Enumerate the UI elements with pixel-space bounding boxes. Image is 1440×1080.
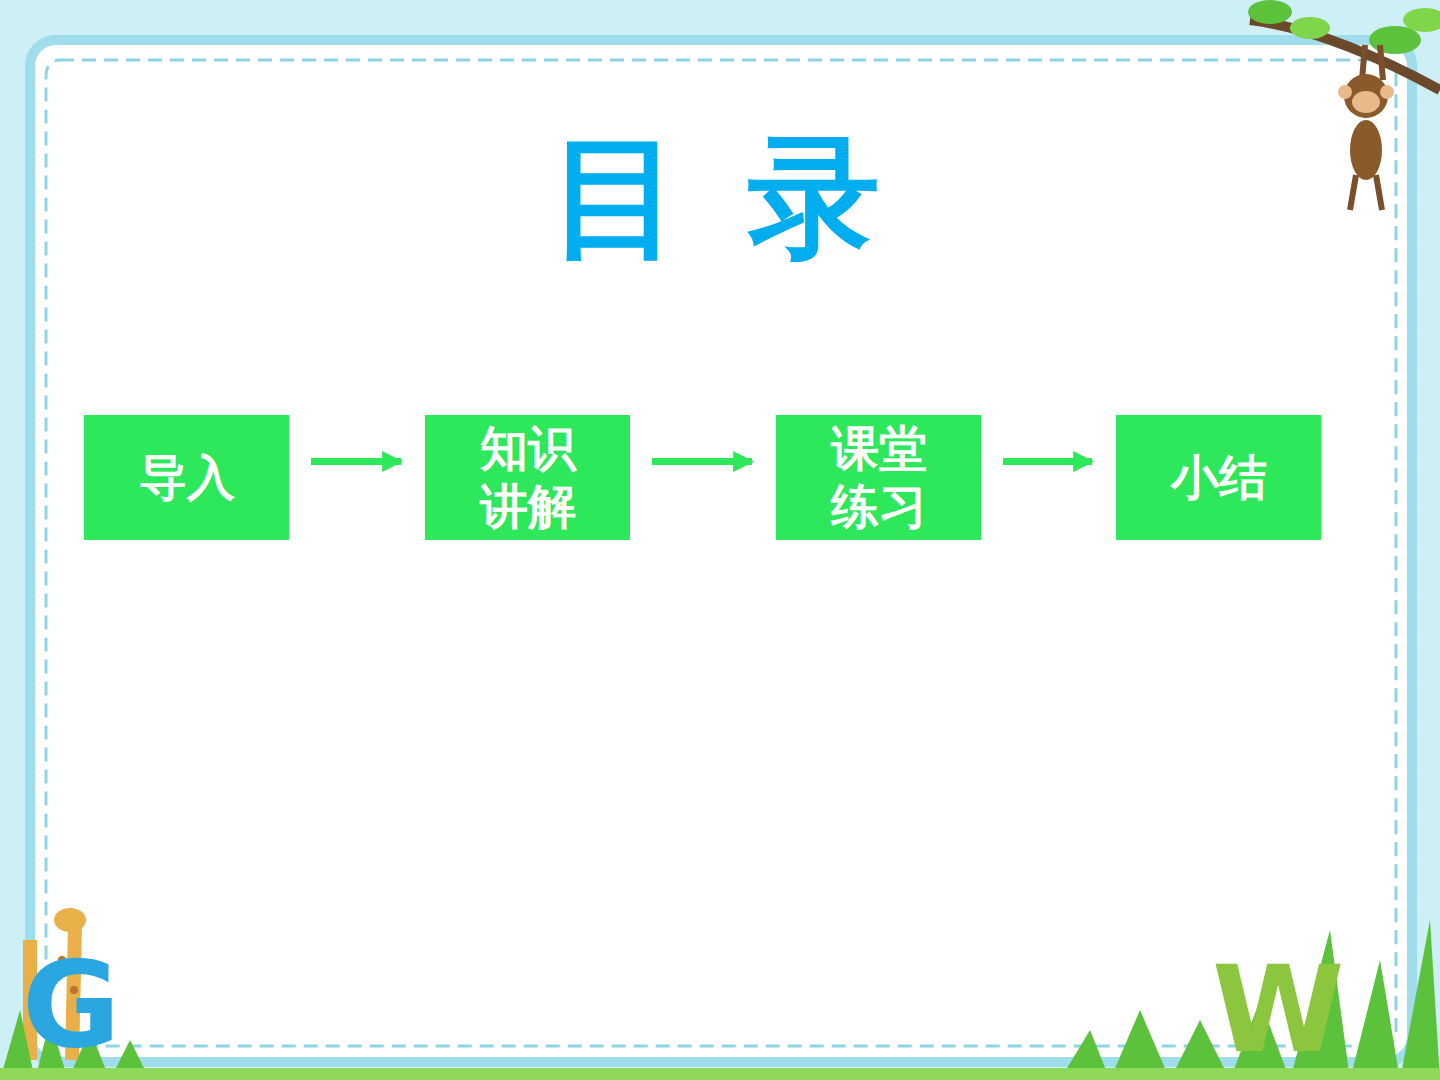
flow-arrow <box>1003 458 1092 465</box>
flow-arrow <box>652 458 752 465</box>
branch <box>1250 20 1440 90</box>
decor-letter: W <box>1212 950 1344 1070</box>
monkey-ear <box>1380 85 1394 99</box>
box-label: 课堂 练习 <box>824 420 934 535</box>
giraffe-head <box>54 908 86 932</box>
decor-letter: G <box>22 945 121 1065</box>
box-label: 小结 <box>1164 449 1274 507</box>
leaf <box>1369 26 1421 54</box>
monkey-legs <box>1350 175 1382 210</box>
monkey-face <box>1352 91 1380 113</box>
monkey-body <box>1350 120 1382 180</box>
process-box: 课堂 练习 <box>776 415 981 540</box>
monkey-ear <box>1338 85 1352 99</box>
box-label: 知识 讲解 <box>473 420 583 535</box>
process-box: 导入 <box>84 415 289 540</box>
process-box: 知识 讲解 <box>425 415 630 540</box>
grass <box>1060 920 1440 1080</box>
flow-arrow <box>311 458 401 465</box>
process-box: 小结 <box>1116 415 1321 540</box>
box-label: 导入 <box>132 449 242 507</box>
leaf <box>1248 0 1292 24</box>
leaf <box>1403 8 1440 32</box>
leaf <box>1290 17 1330 39</box>
title: 目 录 <box>0 118 1440 276</box>
